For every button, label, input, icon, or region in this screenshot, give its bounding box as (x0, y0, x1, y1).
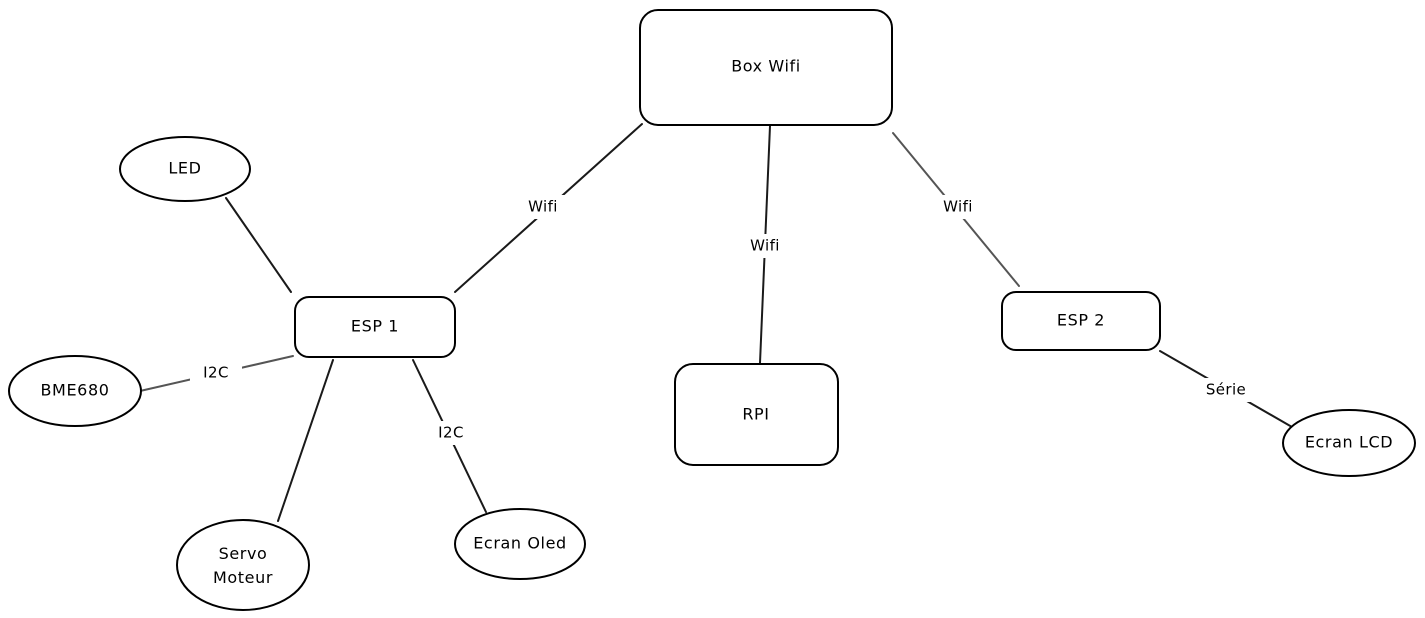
edge-label-text: I2C (203, 364, 229, 382)
node-label-ecran-oled: Ecran Oled (473, 534, 567, 553)
edge-led-to-esp-1[interactable] (225, 197, 292, 293)
node-shape-servo-moteur (176, 519, 310, 611)
node-led[interactable]: LED (119, 136, 251, 202)
edge-label-text: Wifi (943, 198, 973, 216)
edge-label-halo (425, 421, 477, 445)
edge-label-halo (517, 195, 569, 219)
node-label-esp-1: ESP 1 (351, 317, 399, 336)
node-shape-esp-2 (1001, 291, 1161, 351)
edge-label-halo (932, 195, 984, 219)
edge-label-esp-1-to-ecran-oled: I2C (425, 421, 477, 445)
edge-label-box-wifi-to-rpi: Wifi (739, 234, 791, 258)
edge-label-box-wifi-to-esp-2: Wifi (932, 195, 984, 219)
node-shape-ecran-oled (454, 508, 586, 580)
node-label-box-wifi: Box Wifi (731, 57, 801, 76)
node-shape-ecran-lcd (1282, 409, 1416, 477)
edge-label-halo (1200, 378, 1252, 402)
node-rpi[interactable]: RPI (674, 363, 839, 466)
edge-esp-1-to-servo-moteur[interactable] (277, 359, 334, 522)
node-box-wifi[interactable]: Box Wifi (639, 9, 893, 126)
node-shape-esp-1 (294, 296, 456, 358)
node-shape-led (119, 136, 251, 202)
edge-label-halo (190, 361, 242, 385)
node-ecran-oled[interactable]: Ecran Oled (454, 508, 586, 580)
edge-label-esp-1-to-box-wifi: Wifi (517, 195, 569, 219)
node-label-bme680: BME680 (40, 381, 109, 400)
edge-label-text: I2C (438, 424, 464, 442)
edge-label-halo (739, 234, 791, 258)
node-label-rpi: RPI (742, 405, 769, 424)
node-ecran-lcd[interactable]: Ecran LCD (1282, 409, 1416, 477)
node-label-led: LED (168, 159, 201, 178)
edge-label-bme680-to-esp-1: I2C (190, 361, 242, 385)
node-bme680[interactable]: BME680 (8, 355, 142, 427)
node-label-ecran-lcd: Ecran LCD (1305, 433, 1393, 452)
node-shape-bme680 (8, 355, 142, 427)
node-esp-2[interactable]: ESP 2 (1001, 291, 1161, 351)
node-label-esp-2: ESP 2 (1057, 311, 1105, 330)
edge-label-text: Wifi (528, 198, 558, 216)
node-shape-rpi (674, 363, 839, 466)
node-esp-1[interactable]: ESP 1 (294, 296, 456, 358)
edge-label-esp-2-to-ecran-lcd: Série (1200, 378, 1252, 402)
node-shape-box-wifi (639, 9, 893, 126)
edge-label-text: Série (1206, 381, 1246, 399)
edge-label-text: Wifi (750, 237, 780, 255)
